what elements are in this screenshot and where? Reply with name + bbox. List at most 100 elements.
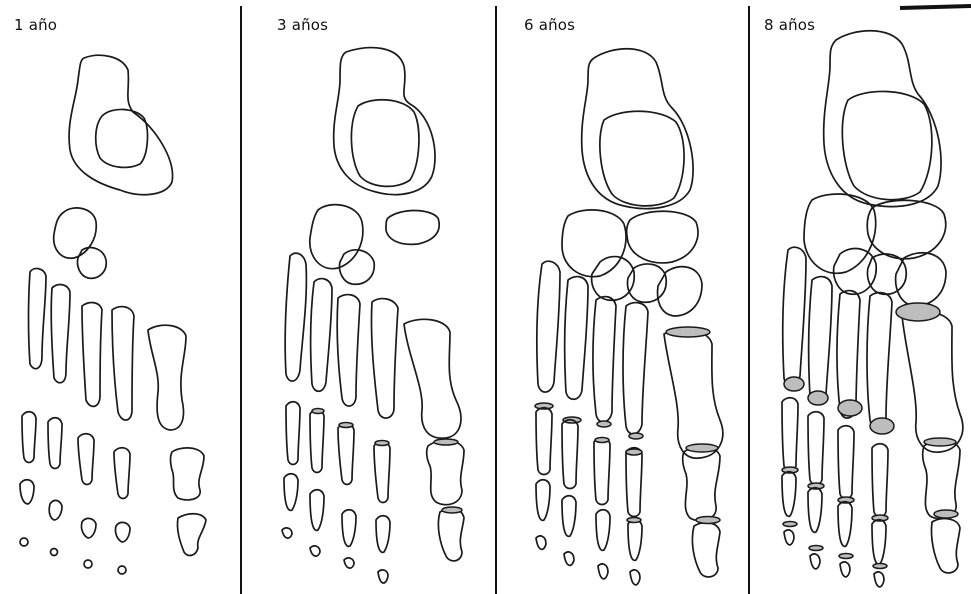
- phalanx: [114, 448, 130, 499]
- top-edge-mark: [900, 6, 971, 8]
- epiphysis: [783, 522, 797, 527]
- phalanx: [594, 438, 610, 505]
- epiphysis: [629, 433, 643, 439]
- epiphysis: [934, 510, 958, 518]
- distal-phalanx-1: [931, 519, 960, 573]
- calcaneus: [824, 31, 941, 207]
- epiphysis: [339, 423, 353, 428]
- distal-phalanx-1: [692, 523, 720, 577]
- phalanx-nucleus: [84, 560, 92, 568]
- epiphysis: [896, 303, 940, 321]
- epiphysis: [838, 400, 862, 416]
- epiphysis: [686, 444, 718, 452]
- proximal-phalanx-1: [171, 448, 205, 500]
- metatarsal-5: [783, 247, 806, 386]
- phalanx-tip: [310, 546, 320, 556]
- epiphysis: [809, 546, 823, 551]
- calcaneus: [69, 55, 172, 194]
- metatarsal-4: [565, 277, 588, 400]
- phalanx-tip: [840, 562, 850, 577]
- metatarsal-4: [51, 285, 70, 383]
- epiphysis: [442, 507, 462, 513]
- lateral-cuneiform: [77, 248, 106, 279]
- phalanx: [374, 442, 390, 503]
- phalanx: [782, 472, 796, 517]
- metatarsal-1: [902, 311, 963, 452]
- phalanx: [284, 474, 298, 511]
- phalanx: [562, 496, 576, 537]
- phalanx: [338, 424, 354, 485]
- metatarsal-2: [623, 303, 648, 434]
- phalanx-tip: [282, 528, 292, 538]
- calcaneus: [334, 48, 435, 195]
- phalanx: [342, 510, 356, 547]
- phalanx: [20, 480, 34, 504]
- epiphysis: [696, 517, 720, 524]
- phalanx-tip: [564, 552, 574, 565]
- epiphysis: [873, 564, 887, 569]
- phalanx: [872, 520, 886, 565]
- phalanx-tip: [598, 564, 608, 579]
- phalanx: [78, 434, 94, 485]
- distal-phalanx-1: [177, 514, 206, 556]
- epiphysis: [666, 327, 710, 337]
- phalanx: [626, 448, 642, 517]
- phalanx: [536, 408, 552, 475]
- epiphysis: [595, 438, 609, 443]
- epiphysis: [434, 439, 458, 445]
- epiphysis: [808, 391, 828, 405]
- phalanx: [115, 522, 130, 542]
- phalanx-tip: [630, 570, 640, 585]
- talus: [842, 91, 932, 199]
- metatarsal-3: [593, 297, 616, 422]
- epiphysis: [924, 438, 956, 446]
- foot-6-years: [535, 49, 723, 585]
- navicular: [386, 211, 439, 245]
- epiphysis: [626, 449, 642, 455]
- navicular: [867, 200, 945, 258]
- cuboid: [310, 205, 363, 269]
- epiphysis: [597, 421, 611, 427]
- metatarsal-2: [112, 307, 134, 420]
- phalanx: [376, 516, 390, 553]
- phalanx-nucleus: [51, 549, 58, 556]
- phalanx: [81, 518, 96, 538]
- metatarsal-4: [809, 277, 832, 404]
- foot-1-year: [20, 55, 206, 574]
- phalanx-tip: [784, 530, 794, 545]
- phalanx-nucleus: [118, 566, 126, 574]
- phalanx: [310, 410, 324, 473]
- metatarsal-2: [371, 299, 398, 418]
- phalanx-tip: [536, 536, 546, 549]
- metatarsal-5: [537, 261, 560, 392]
- metatarsal-1: [148, 325, 186, 430]
- lateral-cuneiform: [340, 250, 375, 284]
- phalanx-tip: [810, 554, 820, 569]
- proximal-phalanx-1: [427, 440, 464, 504]
- metatarsal-2: [867, 293, 892, 428]
- talus: [351, 100, 419, 187]
- epiphysis: [627, 518, 641, 523]
- phalanx: [872, 444, 888, 517]
- medial-cuneiform: [896, 253, 946, 306]
- intermediate-cuneiform: [868, 254, 907, 294]
- cuboid: [804, 194, 876, 273]
- phalanx-tip: [874, 572, 884, 587]
- metatarsal-4: [311, 279, 332, 392]
- phalanx: [49, 500, 62, 520]
- metatarsal-3: [337, 295, 360, 406]
- phalanx: [596, 510, 610, 551]
- metatarsal-1: [404, 319, 461, 438]
- epiphysis: [870, 418, 894, 434]
- epiphysis: [784, 377, 804, 391]
- foot-3-years: [282, 48, 464, 583]
- phalanx: [838, 502, 852, 547]
- phalanx: [808, 488, 822, 533]
- metatarsal-1: [664, 329, 723, 458]
- metatarsal-5: [29, 269, 47, 369]
- talus: [600, 111, 684, 206]
- epiphysis: [312, 409, 324, 414]
- calcaneus: [582, 49, 693, 209]
- epiphysis: [375, 441, 389, 446]
